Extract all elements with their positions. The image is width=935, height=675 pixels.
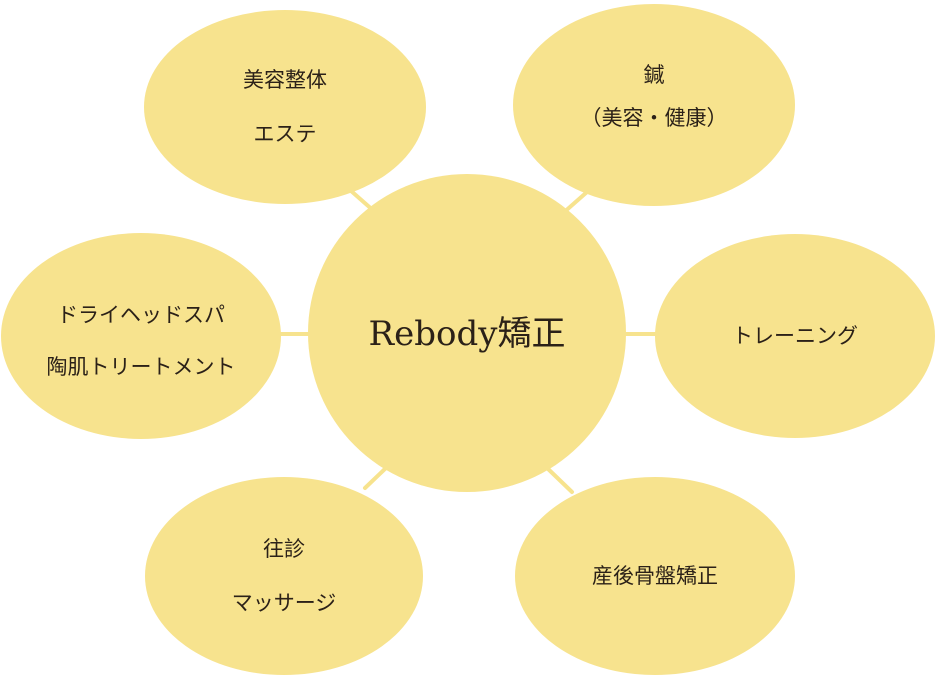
node-acupuncture-shape xyxy=(513,4,795,206)
node-postpartum: 産後骨盤矯正 xyxy=(515,477,795,675)
node-postpartum-shape xyxy=(515,477,795,675)
node-beauty-esthe-shape xyxy=(144,10,426,204)
node-visit-massage-line-1: 往診 xyxy=(263,537,305,561)
node-training-line-1: トレーニング xyxy=(732,324,858,348)
node-visit-massage-shape xyxy=(145,477,423,675)
center-label: Rebody矯正 xyxy=(369,314,566,354)
node-beauty-esthe: 美容整体 エステ xyxy=(144,10,426,204)
node-training: トレーニング xyxy=(655,234,935,438)
node-postpartum-line-1: 産後骨盤矯正 xyxy=(592,564,718,588)
node-visit-massage: 往診 マッサージ xyxy=(145,477,423,675)
node-acupuncture: 鍼 （美容・健康） xyxy=(513,4,795,206)
node-training-shape xyxy=(655,234,935,438)
connector-postpartum xyxy=(543,464,574,494)
node-dryhead-line-2: 陶肌トリートメント xyxy=(47,355,236,379)
node-beauty-esthe-line-2: エステ xyxy=(254,122,317,146)
node-dryhead-line-1: ドライヘッドスパ xyxy=(57,303,225,327)
node-center-shape xyxy=(308,174,626,492)
node-visit-massage-line-2: マッサージ xyxy=(232,591,337,615)
connector-visit-massage xyxy=(363,464,390,490)
node-dryhead-shape xyxy=(1,233,281,439)
node-center: Rebody矯正 xyxy=(308,174,626,492)
node-acupuncture-line-2: （美容・健康） xyxy=(581,106,728,130)
node-acupuncture-line-1: 鍼 xyxy=(644,63,665,87)
node-dryhead: ドライヘッドスパ 陶肌トリートメント xyxy=(1,233,281,439)
node-beauty-esthe-line-1: 美容整体 xyxy=(243,68,327,92)
